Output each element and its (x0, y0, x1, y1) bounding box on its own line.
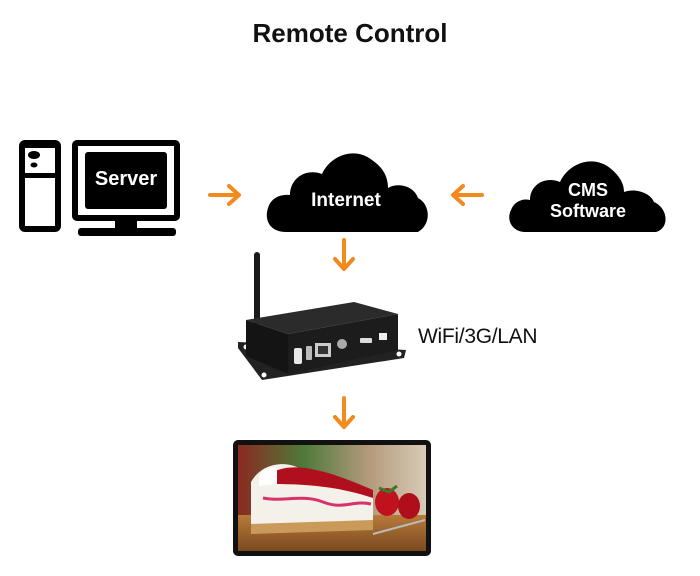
arrow-down (332, 238, 356, 274)
connection-type-label: WiFi/3G/LAN (418, 325, 538, 348)
display-node (233, 440, 431, 561)
cms-label-line2: Software (550, 201, 626, 221)
cloud-icon: Internet (266, 153, 428, 232)
server-label: Server (95, 168, 157, 190)
arrow-left (448, 183, 484, 207)
internet-label: Internet (311, 190, 381, 211)
display-screen-icon (233, 440, 431, 556)
cms-node: CMS Software (508, 150, 670, 239)
arrow-down (332, 396, 356, 432)
cloud-icon: CMS Software (509, 161, 666, 232)
internet-node: Internet (264, 142, 432, 239)
player-node (236, 250, 416, 390)
media-player-box-with-antenna (238, 252, 406, 380)
cms-label-line1: CMS (568, 180, 608, 200)
arrow-right (208, 183, 244, 207)
diagram-title: Remote Control (252, 18, 448, 48)
server-node: Server (16, 138, 184, 243)
desktop-computer-icon: Server (19, 140, 180, 236)
